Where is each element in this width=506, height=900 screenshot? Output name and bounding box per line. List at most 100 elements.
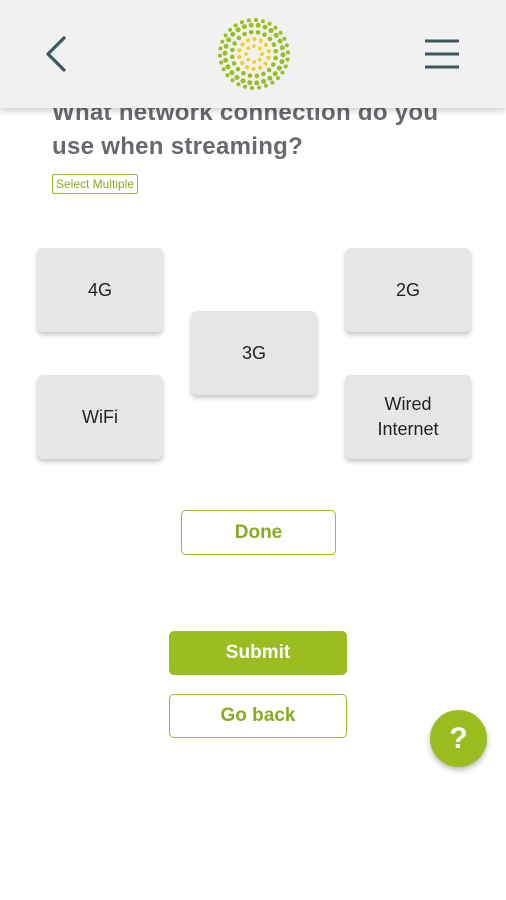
option-3g[interactable]: 3G bbox=[191, 311, 317, 395]
logo-dot bbox=[279, 59, 285, 65]
logo-dot bbox=[271, 62, 276, 67]
logo-dot bbox=[267, 36, 273, 42]
logo-dot bbox=[270, 80, 275, 85]
logo-dot bbox=[266, 48, 271, 54]
logo-dot bbox=[231, 61, 237, 66]
logo-dot bbox=[285, 57, 290, 62]
logo-dot bbox=[271, 42, 277, 47]
logo-dot bbox=[225, 64, 231, 70]
logo-dot bbox=[272, 71, 278, 77]
logo-dot bbox=[266, 55, 271, 60]
logo-dot bbox=[235, 27, 241, 33]
logo-dot bbox=[266, 67, 272, 73]
logo-dot bbox=[223, 33, 228, 38]
logo-dot bbox=[275, 76, 280, 81]
logo-dot bbox=[264, 83, 269, 88]
logo-dot bbox=[233, 23, 238, 28]
logo-dot bbox=[247, 80, 253, 86]
logo-dot bbox=[234, 74, 240, 80]
option-wifi[interactable]: WiFi bbox=[37, 375, 163, 459]
logo-dot bbox=[255, 22, 261, 28]
logo-dot bbox=[230, 31, 236, 37]
logo-dot bbox=[258, 65, 263, 70]
logo-dot bbox=[267, 75, 273, 81]
logo-dot bbox=[228, 27, 233, 32]
done-button[interactable]: Done bbox=[181, 510, 336, 555]
logo-dot bbox=[248, 22, 254, 28]
logo-dot bbox=[225, 73, 230, 78]
help-button[interactable]: ? bbox=[430, 710, 487, 767]
chevron-left-icon[interactable] bbox=[36, 30, 80, 78]
logo-dot bbox=[285, 50, 290, 55]
logo-dot bbox=[247, 73, 253, 78]
logo-dot bbox=[251, 66, 256, 72]
logo-dot bbox=[252, 44, 256, 48]
logo-dot bbox=[241, 71, 246, 76]
logo-dot bbox=[283, 64, 288, 69]
dotted-sun-logo-icon bbox=[218, 18, 290, 90]
go-back-button[interactable]: Go back bbox=[169, 694, 347, 738]
logo-dot bbox=[240, 78, 246, 84]
logo-dot bbox=[246, 46, 251, 51]
logo-dot bbox=[220, 39, 225, 44]
logo-dot bbox=[273, 55, 278, 61]
logo-dot bbox=[241, 24, 247, 30]
logo-dot bbox=[252, 60, 256, 64]
logo-dot bbox=[246, 57, 251, 62]
logo-dot bbox=[262, 24, 268, 30]
logo-dot bbox=[248, 29, 254, 35]
logo-dot bbox=[245, 38, 250, 43]
select-multiple-badge: Select Multiple bbox=[52, 174, 139, 194]
logo-dot bbox=[219, 60, 224, 65]
logo-dot bbox=[260, 19, 265, 24]
logo-dot bbox=[253, 18, 258, 23]
logo-dot bbox=[254, 80, 260, 86]
logo-dot bbox=[257, 46, 262, 51]
logo-dot bbox=[273, 25, 278, 30]
logo-dot bbox=[239, 20, 244, 25]
option-2g[interactable]: 2G bbox=[345, 248, 471, 332]
logo-dot bbox=[250, 85, 255, 90]
logo-dot bbox=[276, 65, 282, 71]
logo-dot bbox=[221, 67, 226, 72]
logo-dot bbox=[278, 30, 283, 35]
submit-button[interactable]: Submit bbox=[169, 631, 347, 675]
logo-dot bbox=[230, 47, 235, 53]
logo-dot bbox=[240, 42, 245, 47]
logo-dot bbox=[218, 46, 223, 51]
logo-dot bbox=[254, 73, 260, 79]
logo-dot bbox=[236, 82, 241, 87]
logo-dot bbox=[246, 18, 251, 23]
logo-dot bbox=[218, 53, 223, 58]
logo-dot bbox=[252, 36, 257, 42]
logo-dot bbox=[261, 78, 267, 84]
logo-dot bbox=[260, 52, 264, 56]
logo-dot bbox=[267, 21, 272, 26]
logo-dot bbox=[279, 45, 285, 51]
logo-dot bbox=[226, 37, 232, 43]
logo-dot bbox=[257, 85, 262, 90]
logo-dot bbox=[237, 48, 242, 53]
app-header bbox=[0, 0, 506, 108]
option-wired-internet[interactable]: Wired Internet bbox=[345, 375, 471, 459]
logo-dot bbox=[282, 36, 287, 41]
logo-dot bbox=[243, 84, 248, 89]
hamburger-menu-icon[interactable] bbox=[418, 32, 466, 76]
option-4g[interactable]: 4G bbox=[37, 248, 163, 332]
logo-dot bbox=[255, 30, 261, 35]
logo-dot bbox=[284, 43, 289, 48]
logo-dot bbox=[239, 60, 245, 66]
logo-dot bbox=[258, 38, 263, 43]
logo-dot bbox=[263, 61, 268, 66]
logo-dot bbox=[229, 70, 235, 76]
logo-dot bbox=[244, 52, 248, 56]
logo-dot bbox=[237, 54, 242, 60]
logo-dot bbox=[236, 35, 242, 41]
logo-dot bbox=[268, 28, 274, 34]
logo-dot bbox=[280, 52, 286, 58]
logo-dot bbox=[273, 48, 279, 54]
logo-dot bbox=[277, 38, 283, 44]
logo-dot bbox=[280, 70, 285, 75]
logo-dot bbox=[261, 71, 266, 77]
logo-dot bbox=[257, 57, 262, 62]
